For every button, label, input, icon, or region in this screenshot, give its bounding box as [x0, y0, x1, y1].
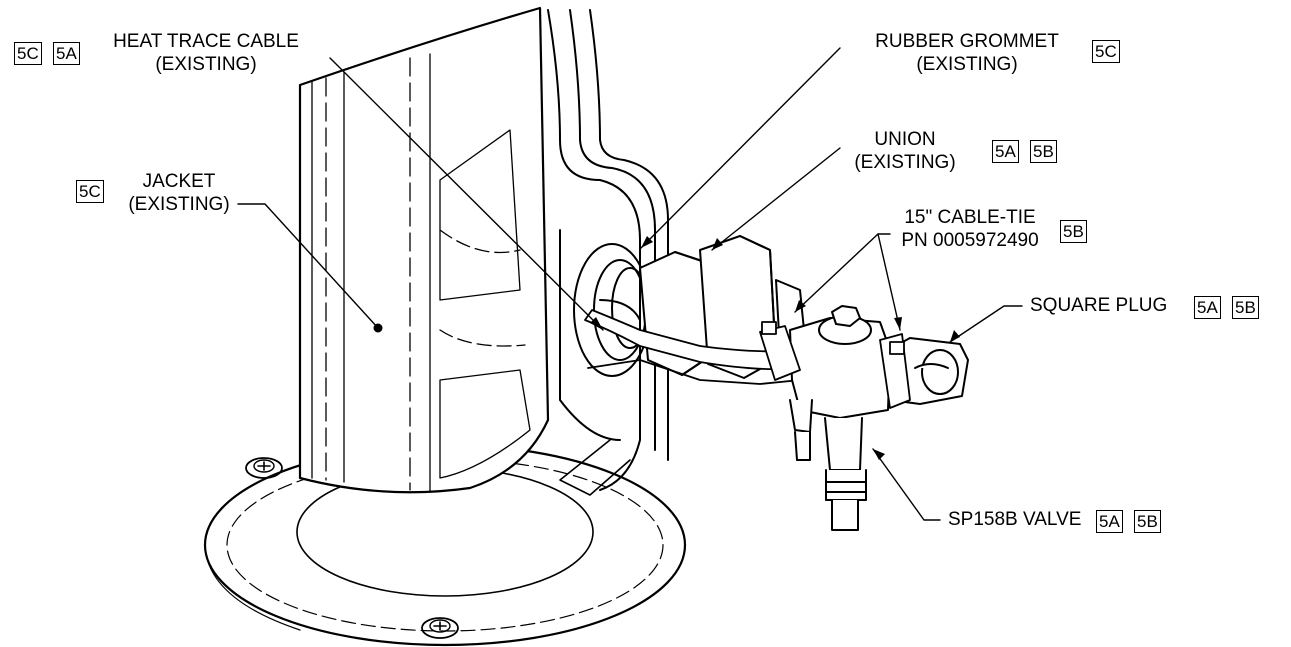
cable-tie-left: [759, 321, 801, 381]
union-label: UNION (EXISTING): [830, 128, 980, 174]
union-tag-1: 5A: [992, 140, 1019, 163]
leader-arrowheads: [373, 236, 960, 460]
cable-tie-line1: 15" CABLE-TIE: [904, 207, 1036, 228]
valve-tag-2: 5B: [1134, 510, 1161, 533]
valve-line1: SP158B VALVE: [948, 509, 1082, 530]
jacket-line1: JACKET: [142, 171, 216, 192]
jacket-body: [298, 6, 550, 494]
cable-tie-label: 15" CABLE-TIE PN 0005972490: [890, 206, 1050, 252]
jacket-details: [311, 53, 531, 493]
rubber-grommet-tag: 5C: [1092, 40, 1120, 63]
square-plug-tag-1: 5A: [1194, 296, 1221, 319]
union-line1: UNION: [874, 129, 936, 150]
jacket-line2: (EXISTING): [128, 194, 230, 215]
rubber-grommet-label: RUBBER GROMMET (EXISTING): [862, 30, 1072, 76]
cable-tie-right: [879, 333, 911, 409]
heat-trace-tag-1: 5C: [14, 42, 42, 65]
leader-lines: [237, 47, 1023, 521]
cable-tie-tag: 5B: [1060, 220, 1087, 243]
valve-tag-1: 5A: [1096, 510, 1123, 533]
valve-label: SP158B VALVE: [948, 508, 1088, 531]
jacket-rim: [547, 9, 669, 496]
heat-trace-label: HEAT TRACE CABLE (EXISTING): [96, 30, 316, 76]
rubber-grommet: [573, 243, 651, 377]
union-tag-2: 5B: [1030, 140, 1057, 163]
square-plug-line1: SQUARE PLUG: [1030, 295, 1168, 316]
jacket-label: JACKET (EXISTING): [114, 170, 244, 216]
heat-trace-line1: HEAT TRACE CABLE: [113, 31, 299, 52]
jacket-tag: 5C: [76, 180, 104, 203]
union-line2: (EXISTING): [854, 152, 956, 173]
cable-tie-line2: PN 0005972490: [901, 230, 1039, 251]
flange-bolt-left: [245, 457, 283, 479]
flange-bolt-bottom: [421, 617, 459, 639]
square-plug-label: SQUARE PLUG: [1030, 294, 1180, 317]
sp158b-valve: [789, 305, 891, 531]
heat-trace-line2: (EXISTING): [155, 54, 257, 75]
rubber-grommet-line2: (EXISTING): [916, 54, 1018, 75]
heat-trace-tag-2: 5A: [53, 42, 80, 65]
square-plug-tag-2: 5B: [1232, 296, 1259, 319]
rubber-grommet-line1: RUBBER GROMMET: [875, 31, 1059, 52]
